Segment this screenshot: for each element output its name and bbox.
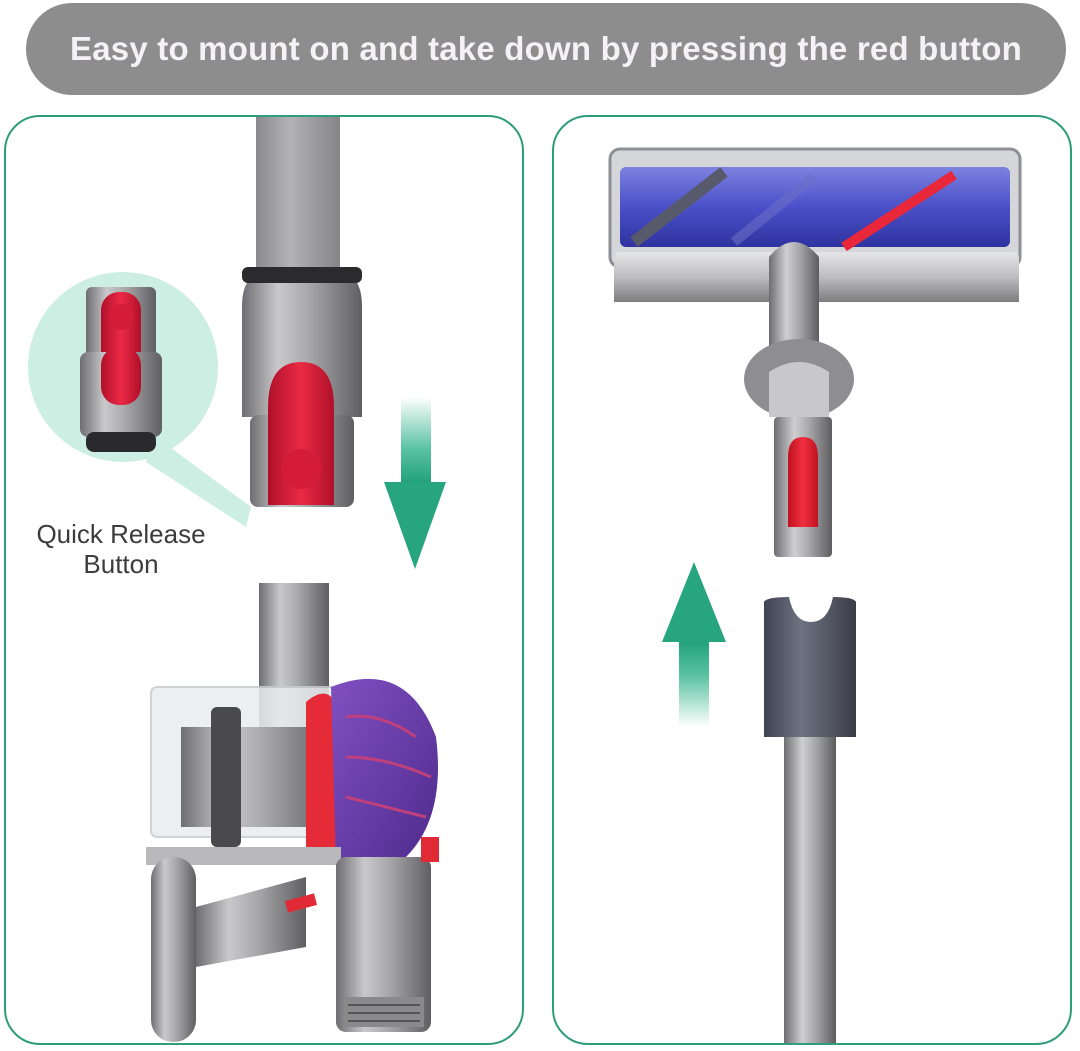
right-illustration [608, 147, 1022, 1043]
quick-release-connector [744, 242, 854, 557]
extension-wand [764, 597, 856, 1043]
panel-attach-tool [552, 115, 1072, 1045]
banner-title: Easy to mount on and take down by pressi… [70, 30, 1022, 67]
header-banner: Easy to mount on and take down by pressi… [26, 3, 1066, 95]
quick-release-label: Quick Release Button [16, 519, 226, 579]
arrow-down-icon [384, 397, 446, 569]
quick-release-callout [28, 272, 251, 527]
extension-wand-top [242, 117, 362, 507]
arrow-up-icon [662, 562, 726, 727]
handheld-vacuum-body [146, 583, 439, 1042]
quick-release-label-line1: Quick Release [36, 519, 206, 549]
quick-release-label-line2: Button [83, 549, 159, 579]
quick-release-button [788, 437, 818, 527]
left-illustration [28, 117, 446, 1042]
panel-mount-instructions: Quick Release Button [4, 115, 524, 1045]
